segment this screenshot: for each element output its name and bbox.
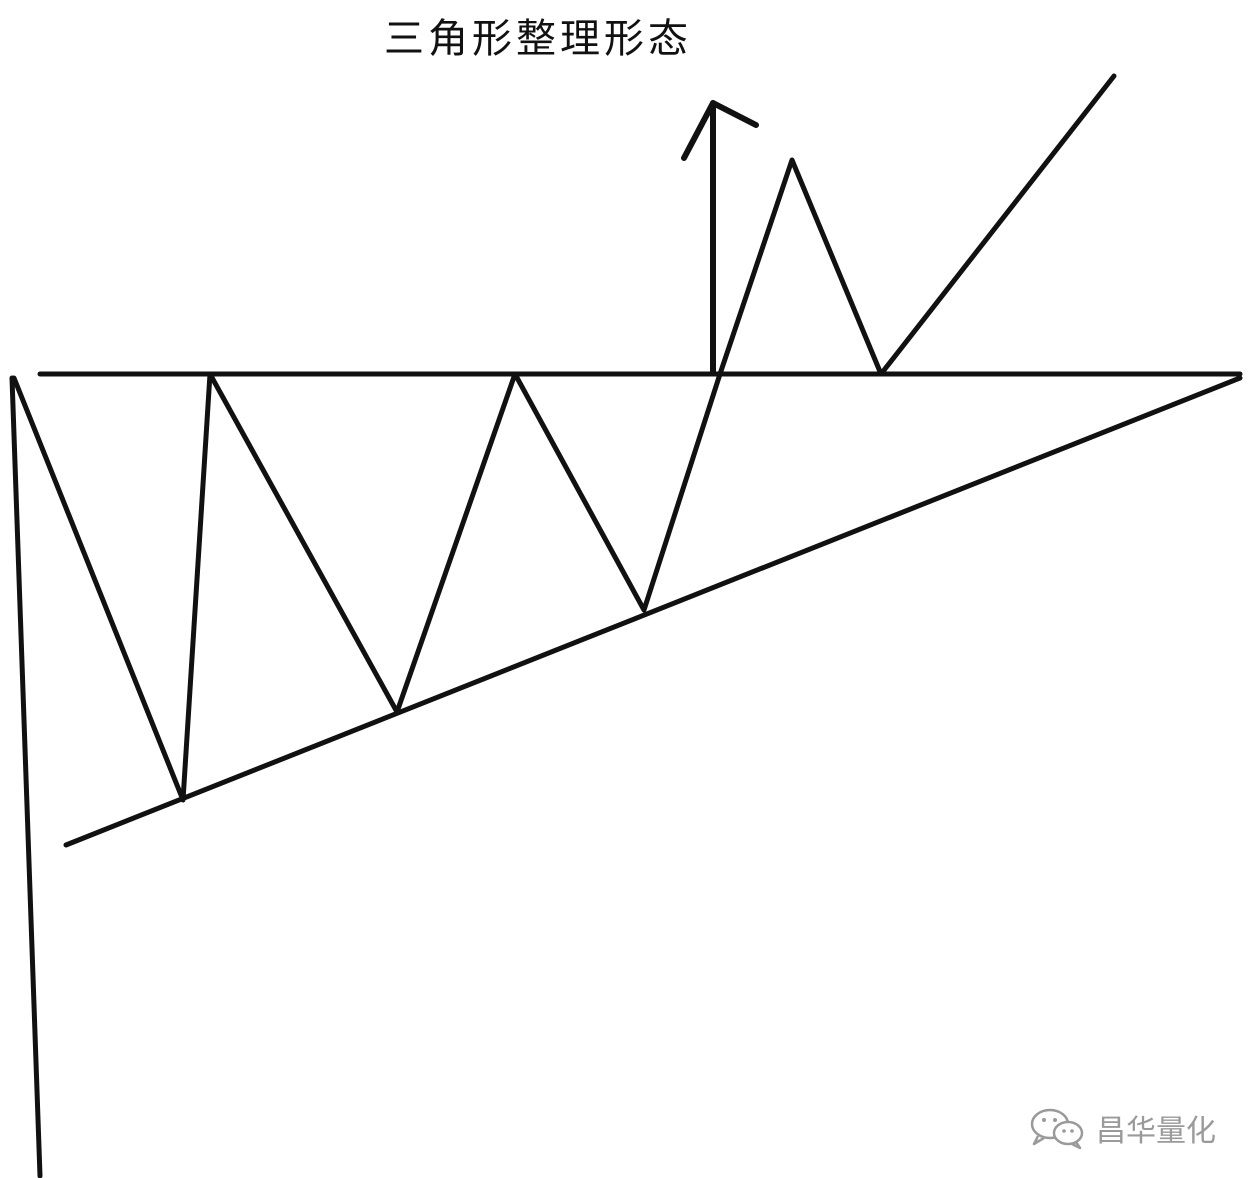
price-zigzag <box>11 73 1117 803</box>
wechat-icon <box>1030 1108 1084 1150</box>
diagram-title: 三角形整理形态 <box>384 16 692 62</box>
left-vertical-line <box>9 375 43 1178</box>
support-line <box>63 375 1243 848</box>
watermark: 昌华量化 <box>1028 1104 1216 1152</box>
breakout-arrow-head <box>681 100 759 161</box>
watermark-text: 昌华量化 <box>1096 1114 1216 1149</box>
